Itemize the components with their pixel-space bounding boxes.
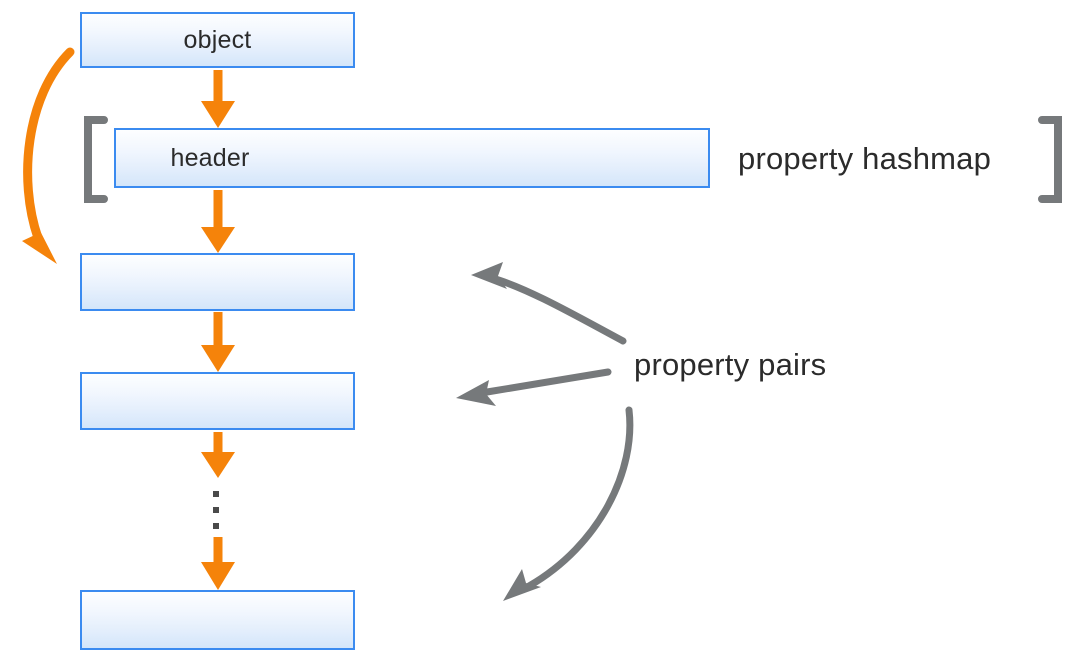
header-box-label: header <box>170 143 250 172</box>
object-box[interactable] <box>80 12 355 68</box>
object-box-label: object <box>183 25 252 54</box>
property-pairs-arrow-middle <box>456 368 612 406</box>
property-pairs-arrow-bottom <box>503 406 634 601</box>
pair2-to-ellipsis-arrow <box>201 432 235 478</box>
hashmap-close-bracket <box>1038 116 1062 203</box>
ellipsis-dot-3 <box>213 523 219 529</box>
property-hashmap-caption: property hashmap <box>738 141 992 176</box>
property-pair-box-2[interactable] <box>80 372 355 430</box>
pair1-to-pair2-arrow <box>201 312 235 372</box>
hashmap-open-bracket <box>84 116 108 203</box>
ellipsis-dot-2 <box>213 507 219 513</box>
header-to-pair1-arrow <box>201 190 235 253</box>
ellipsis-to-last-pair-arrow <box>201 537 235 590</box>
ellipsis-dot-1 <box>213 491 219 497</box>
object-to-header-arrow <box>201 70 235 128</box>
property-pair-box-1[interactable] <box>80 253 355 311</box>
property-pairs-caption: property pairs <box>634 347 827 382</box>
object-to-pairs-curved-arrow <box>22 47 75 264</box>
property-pair-box-last[interactable] <box>80 590 355 650</box>
header-box[interactable] <box>114 128 710 188</box>
property-pairs-arrow-top <box>471 262 627 345</box>
